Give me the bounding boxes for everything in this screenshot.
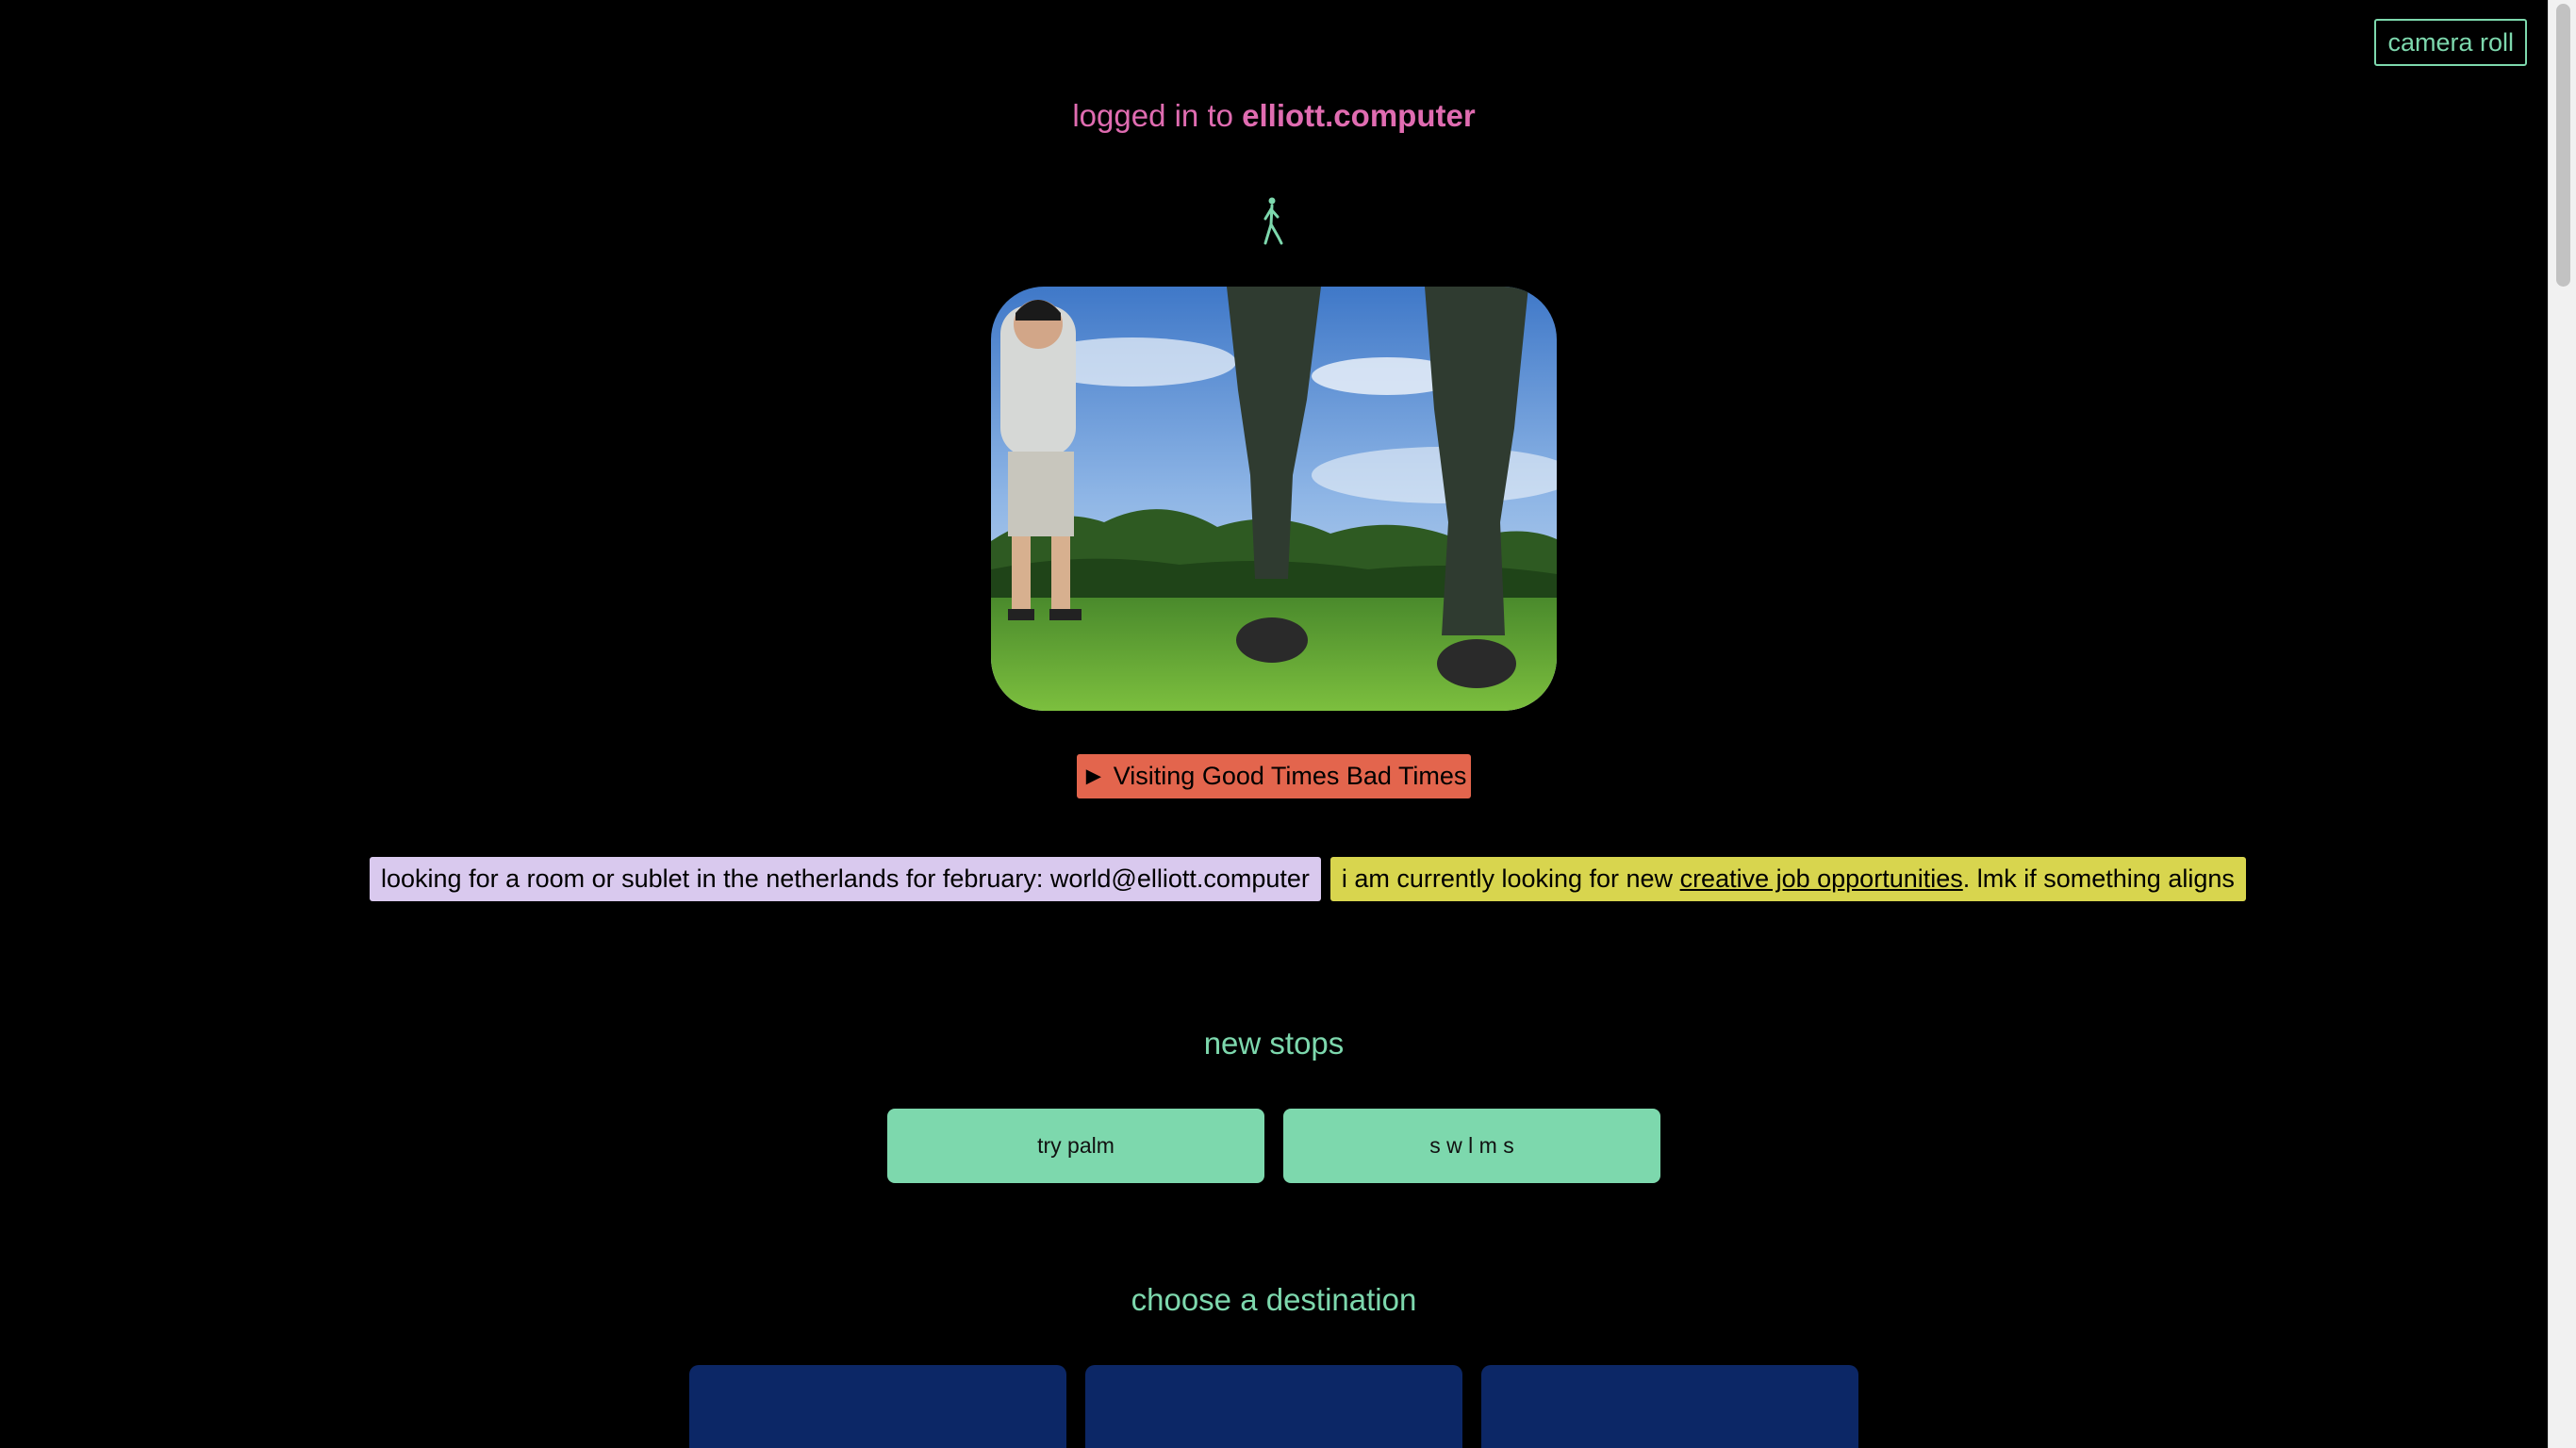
destination-heading: choose a destination bbox=[1131, 1282, 1417, 1317]
login-site-name: elliott.computer bbox=[1242, 98, 1476, 133]
camera-roll-button[interactable]: camera roll bbox=[2374, 19, 2527, 66]
housing-notice: looking for a room or sublet in the neth… bbox=[370, 857, 1321, 901]
hero-photo-image bbox=[991, 287, 1557, 711]
hero-photo bbox=[991, 287, 1557, 711]
new-stops-heading: new stops bbox=[1203, 1026, 1345, 1061]
login-prefix: logged in to bbox=[1072, 98, 1243, 133]
job-notice-prefix: i am currently looking for new bbox=[1341, 864, 1680, 893]
stop-button-swlms[interactable]: s w l m s bbox=[1283, 1109, 1660, 1183]
destination-card[interactable] bbox=[1085, 1365, 1462, 1448]
login-status: logged in to elliott.computer bbox=[0, 98, 2548, 134]
notices-row: looking for a room or sublet in the neth… bbox=[370, 857, 2246, 901]
destination-card[interactable] bbox=[1481, 1365, 1858, 1448]
stop-button-try-palm[interactable]: try palm bbox=[887, 1109, 1264, 1183]
walking-figure-icon[interactable] bbox=[1255, 196, 1289, 247]
destination-card[interactable] bbox=[689, 1365, 1066, 1448]
destination-list bbox=[689, 1365, 1858, 1448]
new-stops-list: try palm s w l m s bbox=[887, 1109, 1660, 1183]
now-playing-button[interactable]: ► Visiting Good Times Bad Times bbox=[1077, 754, 1471, 798]
job-notice-suffix: . lmk if something aligns bbox=[1962, 864, 2235, 893]
scrollbar-thumb[interactable] bbox=[2556, 4, 2570, 287]
vertical-scrollbar[interactable] bbox=[2548, 0, 2576, 1448]
job-notice: i am currently looking for new creative … bbox=[1329, 857, 2246, 901]
creative-job-opportunities-link[interactable]: creative job opportunities bbox=[1679, 864, 1963, 893]
